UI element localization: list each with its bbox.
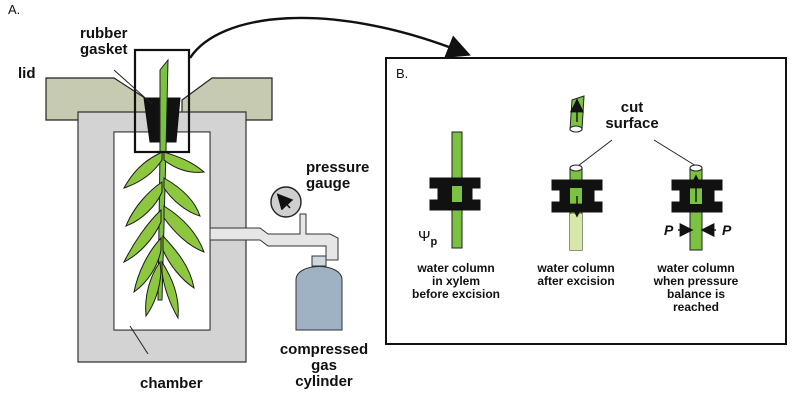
leader-gasket bbox=[113, 69, 153, 105]
caption-line: water column bbox=[417, 261, 495, 275]
pressure-gauge-label: pressure gauge bbox=[306, 160, 369, 192]
gasket-highlight-box bbox=[133, 48, 191, 154]
caption-line: after excision bbox=[537, 274, 615, 288]
gauge-needle-icon bbox=[276, 193, 294, 211]
zoom-arrow bbox=[188, 16, 471, 59]
caption-line: in xylem bbox=[431, 274, 481, 288]
caption-before-excision: water column in xylem before excision bbox=[400, 262, 512, 301]
psi-subscript: p bbox=[430, 236, 438, 248]
stem-after-excision bbox=[551, 164, 603, 251]
cut-surface-label-line: surface bbox=[605, 115, 659, 132]
plant-shoot bbox=[122, 151, 206, 320]
leader-chamber bbox=[129, 325, 149, 355]
rubber-gasket-label-line: rubber bbox=[80, 25, 128, 42]
rubber-gasket-label-line: gasket bbox=[80, 41, 128, 58]
psi-symbol: Ψ bbox=[418, 228, 431, 245]
caption-line: water column bbox=[657, 261, 735, 275]
leader-cut-left bbox=[577, 139, 613, 167]
pressure-symbol-right: P bbox=[722, 222, 732, 238]
gas-cylinder-label: compressed gas cylinder bbox=[276, 342, 372, 390]
gas-cylinder-label-line: cylinder bbox=[295, 373, 353, 390]
psi-p-symbol: Ψp bbox=[418, 228, 437, 248]
cylinder-valve bbox=[311, 255, 327, 267]
cut-surface-label: cut surface bbox=[596, 100, 668, 132]
gas-cylinder-label-line: compressed bbox=[279, 341, 369, 358]
pressure-gauge-dial bbox=[270, 186, 302, 218]
caption-line: water column bbox=[537, 261, 615, 275]
pressure-gauge-label-line: gauge bbox=[306, 175, 351, 192]
caption-after-excision: water column after excision bbox=[520, 262, 632, 288]
lid-label: lid bbox=[18, 65, 36, 82]
cut-surface-label-line: cut bbox=[620, 99, 644, 116]
caption-line: when pressure bbox=[653, 274, 739, 288]
excised-cut-face bbox=[569, 125, 583, 133]
pressure-symbol-left: P bbox=[664, 222, 674, 238]
stem-before-excision bbox=[429, 131, 481, 249]
rubber-gasket-label: rubber gasket bbox=[80, 26, 128, 58]
chamber-label: chamber bbox=[140, 375, 203, 392]
caption-line: reached bbox=[672, 300, 720, 314]
gas-cylinder-label-line: gas bbox=[311, 357, 337, 374]
panel-a-label: A. bbox=[8, 2, 21, 17]
caption-line: balance is bbox=[666, 287, 726, 301]
stem-pressure-balance bbox=[671, 164, 723, 251]
gas-cylinder bbox=[295, 266, 343, 331]
panel-b-label: B. bbox=[396, 66, 409, 81]
caption-line: before excision bbox=[411, 287, 501, 301]
caption-pressure-balance: water column when pressure balance is re… bbox=[640, 262, 752, 314]
leader-cut-right bbox=[653, 139, 697, 167]
pressure-gauge-label-line: pressure bbox=[306, 159, 370, 176]
gas-pipe bbox=[209, 213, 339, 261]
